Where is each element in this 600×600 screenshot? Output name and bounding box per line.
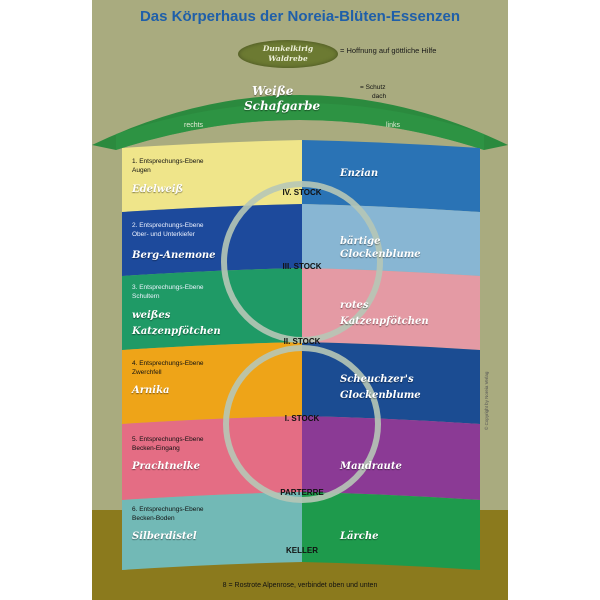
protection-line2: dach xyxy=(372,93,387,100)
side-label-links: links xyxy=(386,122,401,129)
floor-label-iv: IV. STOCK xyxy=(282,188,322,197)
level-6-left-band xyxy=(122,492,302,570)
level-2-left-band xyxy=(122,204,302,276)
level-3-right-flower: rotes Katzenpfötchen xyxy=(340,300,429,327)
level-5-body: Becken-Eingang xyxy=(132,445,180,452)
level-1-right-flower: Enzian xyxy=(340,168,379,179)
footer-legend: 8 = Rostrote Alpenrose, verbindet oben u… xyxy=(222,582,378,589)
level-3-left-flower: weißes Katzenpfötchen xyxy=(132,310,221,337)
house-diagram xyxy=(92,95,508,600)
level-5-left-band xyxy=(122,416,302,500)
level-2-ebene: 2. Entsprechungs-Ebene xyxy=(132,222,204,229)
ellipse-text-line1: Dunkelkirig xyxy=(262,44,314,53)
floor-label-i: I. STOCK xyxy=(284,414,320,423)
level-3-ebene: 3. Entsprechungs-Ebene xyxy=(132,284,204,291)
level-2-right-flower: bärtige Glockenblume xyxy=(340,236,421,260)
level-4-right-flower: Scheuchzer's Glockenblume xyxy=(340,374,421,401)
level-2-left-flower: Berg-Anemone xyxy=(132,250,216,261)
level-6-right-band xyxy=(302,492,480,570)
hope-text: = Hoffnung auf göttliche Hilfe xyxy=(340,46,437,55)
side-label-rechts: rechts xyxy=(184,122,204,129)
level-4-ebene: 4. Entsprechungs-Ebene xyxy=(132,360,204,367)
protection-line1: = Schutz xyxy=(360,84,386,91)
level-6-left-flower: Silberdistel xyxy=(132,531,197,542)
level-1-body: Augen xyxy=(132,167,151,174)
level-5-ebene: 5. Entsprechungs-Ebene xyxy=(132,436,204,443)
floor-label-keller: KELLER xyxy=(286,546,318,555)
level-6-body: Becken-Boden xyxy=(132,515,175,522)
floor-label-parterre: PARTERRE xyxy=(280,488,324,497)
level-3-left-band xyxy=(122,268,302,350)
copyright-text: © Copyright by Noreia Verlag xyxy=(484,371,489,430)
level-1-left-band xyxy=(122,140,302,212)
level-3-body: Schultern xyxy=(132,293,160,300)
level-2-body: Ober- und Unterkiefer xyxy=(132,231,195,238)
level-5-right-flower: Mandraute xyxy=(340,461,402,472)
upper-ring xyxy=(221,181,383,343)
roof xyxy=(92,95,508,150)
level-4-left-flower: Arnika xyxy=(132,385,170,396)
level-1-left-flower: Edelweiß xyxy=(132,184,184,195)
level-1-right-band xyxy=(302,140,480,212)
poster: Das Körperhaus der Noreia-Blüten-Essenze… xyxy=(92,0,508,600)
page-title: Das Körperhaus der Noreia-Blüten-Essenze… xyxy=(139,8,461,25)
dunkelkirig-waldrebe-ellipse xyxy=(238,40,338,68)
level-6-ebene: 6. Entsprechungs-Ebene xyxy=(132,506,204,513)
roof-flower-name-1: Weiße xyxy=(252,84,294,98)
lower-ring xyxy=(223,345,381,503)
roof-flower-name-2: Schafgarbe xyxy=(244,99,321,113)
ellipse-text-line2: Waldrebe xyxy=(268,54,308,63)
level-4-body: Zwerchfell xyxy=(132,369,162,376)
floor-label-ii: II. STOCK xyxy=(283,337,321,346)
level-2-right-band xyxy=(302,204,480,276)
floor-label-iii: III. STOCK xyxy=(282,262,322,271)
level-6-right-flower: Lärche xyxy=(340,531,379,542)
level-1-ebene: 1. Entsprechungs-Ebene xyxy=(132,158,204,165)
level-5-left-flower: Prachtnelke xyxy=(132,461,200,472)
level-5-right-band xyxy=(302,416,480,500)
